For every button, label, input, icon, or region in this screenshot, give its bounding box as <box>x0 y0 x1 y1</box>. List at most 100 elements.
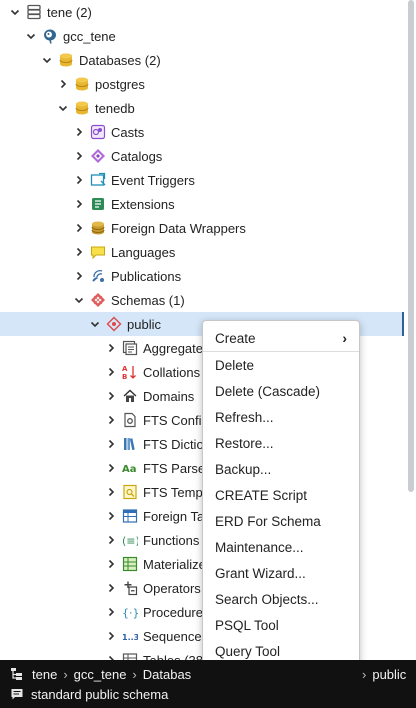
chevron-right-icon: › <box>362 666 367 682</box>
tree-node-label: Databases (2) <box>79 52 161 68</box>
menu-item-psql-tool[interactable]: PSQL Tool <box>203 612 359 638</box>
fts-parsers-icon: Aa <box>122 460 138 476</box>
tree-node[interactable]: Extensions <box>0 192 404 216</box>
chevron-right-icon[interactable] <box>104 533 118 547</box>
chevron-down-icon[interactable] <box>72 293 86 307</box>
chevron-right-icon[interactable] <box>104 461 118 475</box>
schemas-icon <box>90 292 106 308</box>
chevron-down-icon[interactable] <box>24 29 38 43</box>
menu-item-delete[interactable]: Delete <box>203 352 359 378</box>
tree-node[interactable]: Aggregates <box>0 336 404 360</box>
chevron-right-icon[interactable] <box>104 629 118 643</box>
chevron-right-icon[interactable] <box>72 125 86 139</box>
tree-node[interactable]: Databases (2) <box>0 48 404 72</box>
breadcrumb-item[interactable]: public <box>372 666 407 682</box>
chevron-right-icon[interactable] <box>104 605 118 619</box>
tree-node-label: Sequences <box>143 628 209 644</box>
schema-icon <box>106 316 122 332</box>
tree-node-label: Schemas (1) <box>111 292 185 308</box>
menu-item-grant-wizard[interactable]: Grant Wizard... <box>203 560 359 586</box>
tree-node[interactable]: Domains <box>0 384 404 408</box>
menu-item-label: Refresh... <box>215 409 274 425</box>
menu-item-erd-for-schema[interactable]: ERD For Schema <box>203 508 359 534</box>
breadcrumb-item[interactable]: tene <box>32 666 58 682</box>
tree-node[interactable]: Schemas (1) <box>0 288 404 312</box>
tree-node[interactable]: Catalogs <box>0 144 404 168</box>
chevron-down-icon[interactable] <box>40 53 54 67</box>
menu-item-delete-cascade[interactable]: Delete (Cascade) <box>203 378 359 404</box>
tree-node[interactable]: tene (2) <box>0 0 404 24</box>
menu-item-label: ERD For Schema <box>215 513 321 529</box>
menu-item-create-script[interactable]: CREATE Script <box>203 482 359 508</box>
chevron-right-icon[interactable] <box>72 149 86 163</box>
tree-node[interactable]: Casts <box>0 120 404 144</box>
event-triggers-icon <box>90 172 106 188</box>
tree-node[interactable]: Foreign Data Wrappers <box>0 216 404 240</box>
menu-item-refresh[interactable]: Refresh... <box>203 404 359 430</box>
chevron-right-icon[interactable] <box>72 173 86 187</box>
chevron-right-icon[interactable] <box>104 437 118 451</box>
chevron-right-icon[interactable] <box>104 509 118 523</box>
tree-node-label: Event Triggers <box>111 172 195 188</box>
tree-node[interactable]: Event Triggers <box>0 168 404 192</box>
tree-node-label: Procedures <box>143 604 210 620</box>
chevron-right-icon[interactable] <box>104 485 118 499</box>
catalogs-icon <box>90 148 106 164</box>
materialized-views-icon <box>122 556 138 572</box>
chevron-down-icon[interactable] <box>56 101 70 115</box>
tree-scrollbar[interactable] <box>408 0 414 492</box>
database-icon <box>74 100 90 116</box>
chevron-right-icon[interactable] <box>104 365 118 379</box>
chevron-right-icon[interactable] <box>56 77 70 91</box>
tree-node-label: tene (2) <box>47 4 92 20</box>
menu-item-label: Query Tool <box>215 643 281 659</box>
procedures-icon: {·} <box>122 604 138 620</box>
object-description: standard public schema <box>10 684 168 704</box>
tree-node[interactable]: (≡)Functions <box>0 528 404 552</box>
chevron-right-icon[interactable] <box>72 197 86 211</box>
menu-item-create[interactable]: Create› <box>203 325 359 351</box>
chevron-right-icon[interactable] <box>72 221 86 235</box>
chevron-right-icon[interactable] <box>72 269 86 283</box>
chevron-right-icon[interactable] <box>104 341 118 355</box>
menu-item-query-tool[interactable]: Query Tool <box>203 638 359 664</box>
tree-node-label: tenedb <box>95 100 135 116</box>
menu-item-search-objects[interactable]: Search Objects... <box>203 586 359 612</box>
menu-item-label: Maintenance... <box>215 539 304 555</box>
tree-node[interactable]: 1..3 Sequences <box>0 624 404 648</box>
chevron-right-icon[interactable] <box>104 557 118 571</box>
tree-node[interactable]: tenedb <box>0 96 404 120</box>
menu-item-restore[interactable]: Restore... <box>203 430 359 456</box>
foreign-data-wrappers-icon <box>90 220 106 236</box>
breadcrumb-item[interactable]: gcc_tene <box>73 666 127 682</box>
tree-node[interactable]: postgres <box>0 72 404 96</box>
databases-icon <box>58 52 74 68</box>
extensions-icon <box>90 196 106 212</box>
fts-templates-icon <box>122 484 138 500</box>
chevron-down-icon[interactable] <box>88 317 102 331</box>
functions-icon: (≡) <box>122 532 138 548</box>
breadcrumb-item[interactable]: Databas <box>142 666 192 682</box>
menu-item-maintenance[interactable]: Maintenance... <box>203 534 359 560</box>
tree-node[interactable]: {·} Procedures <box>0 600 404 624</box>
sequences-icon: 1..3 <box>122 628 138 644</box>
tree-node[interactable]: gcc_tene <box>0 24 404 48</box>
tree-node[interactable]: Publications <box>0 264 404 288</box>
menu-item-backup[interactable]: Backup... <box>203 456 359 482</box>
chevron-down-icon[interactable] <box>8 5 22 19</box>
comment-icon <box>10 687 24 701</box>
chevron-right-icon[interactable] <box>104 413 118 427</box>
svg-text:Aa: Aa <box>122 464 137 475</box>
chevron-right-icon[interactable] <box>104 581 118 595</box>
svg-text:(≡): (≡) <box>122 535 138 548</box>
chevron-right-icon[interactable] <box>104 389 118 403</box>
tree-node-label: Publications <box>111 268 182 284</box>
chevron-right-icon[interactable] <box>72 245 86 259</box>
tree-node-label: gcc_tene <box>63 28 116 44</box>
breadcrumb: tene › gcc_tene › Databas <box>10 664 191 684</box>
tree-node[interactable]: Languages <box>0 240 404 264</box>
chevron-right-icon: › <box>132 666 137 682</box>
tree-node[interactable]: Operators <box>0 576 404 600</box>
